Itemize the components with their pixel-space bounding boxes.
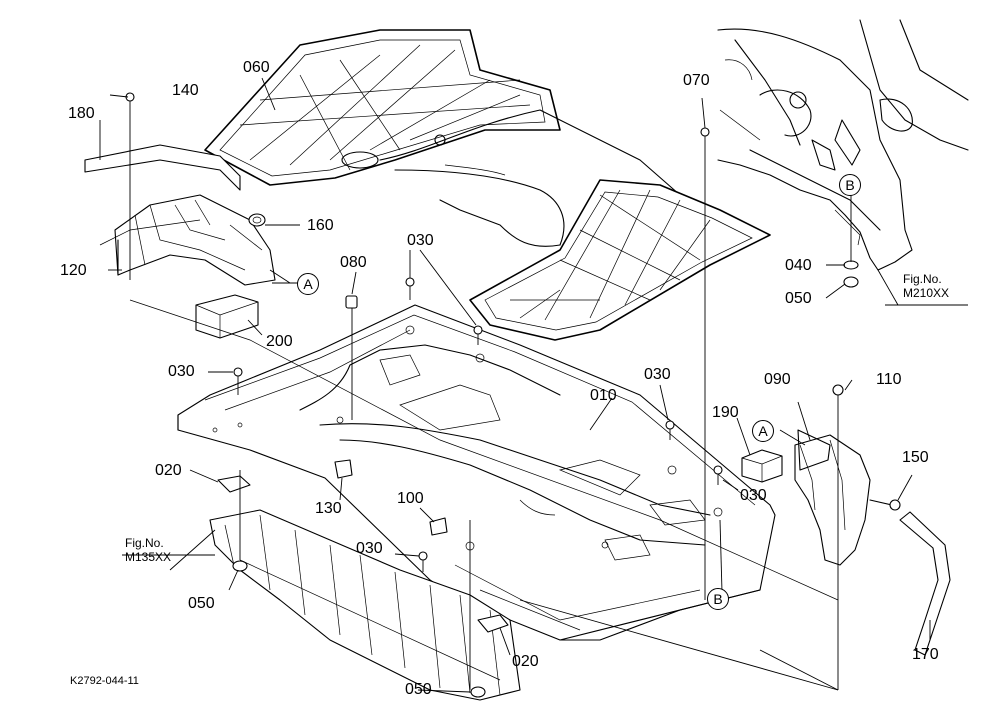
part-label-160: 160 xyxy=(307,217,334,234)
fig-ref-m135xx: Fig.No. M135XX xyxy=(125,536,172,565)
ref-marker-a-right: A xyxy=(752,420,774,442)
part-label-030-d: 030 xyxy=(740,487,767,504)
part-strip-170 xyxy=(899,511,951,656)
fender-cover-right xyxy=(794,429,871,566)
part-label-060: 060 xyxy=(243,59,270,76)
ref-marker-b-bottom: B xyxy=(707,588,729,610)
fig-ref-m210xx: Fig.No. M210XX xyxy=(903,272,950,301)
part-label-170: 170 xyxy=(912,646,939,663)
part-block-200 xyxy=(195,294,259,339)
part-label-110: 110 xyxy=(876,371,902,388)
part-block-190 xyxy=(741,449,783,483)
ref-marker-a-left: A xyxy=(297,273,319,295)
figure-code: K2792-044-11 xyxy=(70,675,139,687)
floor-body-center xyxy=(379,109,681,247)
part-strip-180 xyxy=(84,144,241,191)
bolt-150 xyxy=(869,499,901,511)
part-label-090: 090 xyxy=(764,371,791,388)
part-label-080: 080 xyxy=(340,254,367,271)
tractor-body-partial-view xyxy=(717,19,969,306)
fender-cover-left xyxy=(114,194,276,286)
part-label-050-c: 050 xyxy=(785,290,812,307)
fig-ref-m210xx-line2: M210XX xyxy=(903,285,950,300)
floor-plate-main xyxy=(177,304,776,641)
part-label-050-a: 050 xyxy=(188,595,215,612)
floor-mat-lower-right xyxy=(469,179,771,341)
part-label-120: 120 xyxy=(60,262,87,279)
part-label-030-c: 030 xyxy=(644,366,671,383)
part-label-190: 190 xyxy=(712,404,739,421)
part-label-100: 100 xyxy=(397,490,424,507)
part-label-030-a: 030 xyxy=(407,232,434,249)
fig-ref-m135xx-line2: M135XX xyxy=(125,549,172,564)
part-label-130: 130 xyxy=(315,500,342,517)
hardware-fasteners xyxy=(125,92,859,698)
part-label-070: 070 xyxy=(683,72,710,89)
part-plug-160 xyxy=(248,213,266,227)
part-label-030-e: 030 xyxy=(356,540,383,557)
fig-ref-m135xx-line1: Fig.No. xyxy=(125,536,164,550)
part-label-200: 200 xyxy=(266,333,293,350)
floor-mat-upper xyxy=(204,29,561,186)
ref-marker-b-top: B xyxy=(839,174,861,196)
part-label-020-a: 020 xyxy=(155,462,182,479)
part-label-050-b: 050 xyxy=(405,681,432,698)
part-label-020-b: 020 xyxy=(512,653,539,670)
part-label-040: 040 xyxy=(785,257,812,274)
part-label-140: 140 xyxy=(172,82,199,99)
part-label-030-b: 030 xyxy=(168,363,195,380)
part-label-010: 010 xyxy=(590,387,617,404)
fig-ref-m210xx-line1: Fig.No. xyxy=(903,272,942,286)
part-label-180: 180 xyxy=(68,105,95,122)
under-floor-bracket xyxy=(122,509,521,701)
part-label-150: 150 xyxy=(902,449,929,466)
label-leader-lines xyxy=(99,77,931,693)
